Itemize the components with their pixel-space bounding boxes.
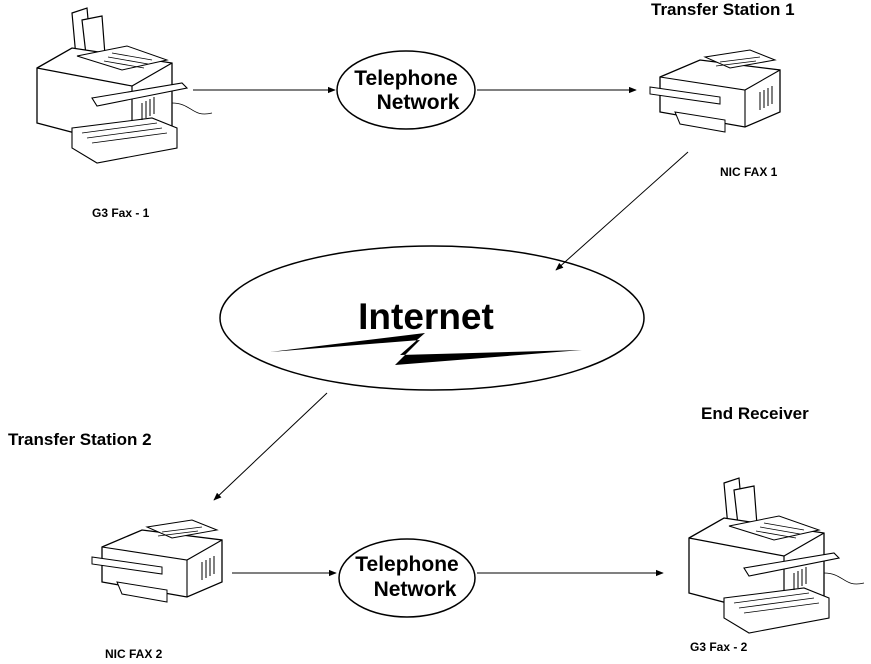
arrow-station1-to-internet (555, 151, 689, 271)
nic-fax-2-machine-icon (91, 519, 223, 603)
transfer-station-2-label: Transfer Station 2 (8, 430, 152, 449)
telephone-network-bottom-label-2: Network (374, 578, 457, 601)
g3-fax-2-machine-icon (688, 477, 865, 634)
g3-fax-1-label: G3 Fax - 1 (92, 206, 150, 220)
telephone-network-top-label-2: Network (377, 91, 460, 114)
telephone-network-top-label-1: Telephone (354, 67, 457, 90)
internet-ellipse (219, 245, 645, 391)
g3-fax-1-machine-icon (36, 7, 213, 164)
nic-fax-1-machine-icon (649, 49, 781, 133)
nic-fax-1-label: NIC FAX 1 (720, 165, 778, 179)
telephone-network-top-ellipse (336, 50, 476, 130)
g3-fax-2-label: G3 Fax - 2 (690, 640, 748, 654)
lightning-bolt-icon (270, 333, 582, 365)
transfer-station-1-label: Transfer Station 1 (651, 0, 795, 19)
arrow-internet-to-station2 (213, 392, 328, 501)
nic-fax-2-label: NIC FAX 2 (105, 647, 163, 661)
end-receiver-label: End Receiver (701, 404, 809, 423)
internet-label: Internet (358, 296, 494, 337)
telephone-network-bottom-ellipse (338, 538, 476, 618)
telephone-network-bottom-label-1: Telephone (355, 553, 458, 576)
